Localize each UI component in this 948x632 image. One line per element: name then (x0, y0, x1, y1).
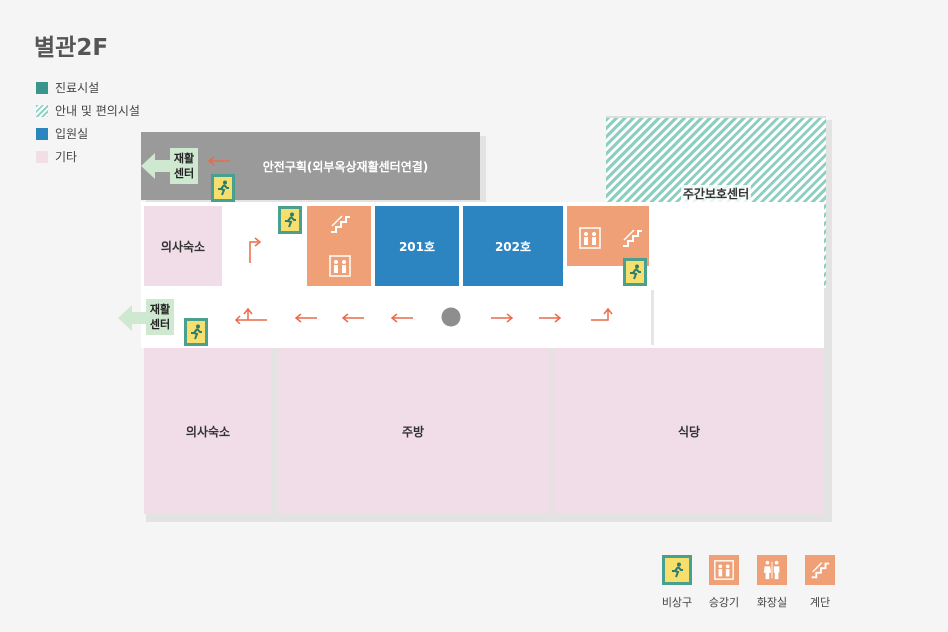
corridor-divider (651, 290, 654, 345)
rehab-center-top-line1: 재활 (173, 152, 195, 165)
legend-label-ward: 입원실 (55, 127, 89, 141)
rehab-center-sign-mid: 재활 센터 (146, 299, 174, 335)
emergency-exit-icon (623, 258, 647, 286)
room-201: 201호 (375, 206, 459, 286)
legend: 진료시설 안내 및 편의시설 입원실 기타 (36, 76, 140, 168)
room-dorm-bottom-label: 의사숙소 (185, 424, 231, 439)
key-elevator: 승강기 (699, 555, 749, 610)
legend-swatch-medical (36, 81, 48, 94)
key-restroom-label: 화장실 (756, 596, 788, 609)
key-restroom: 화장실 (747, 555, 797, 610)
key-exit: 비상구 (652, 555, 702, 610)
rehab-center-mid-line1: 재활 (149, 303, 171, 316)
room-cafeteria-label: 식당 (677, 424, 701, 439)
rehab-center-mid-line2: 센터 (149, 318, 171, 331)
rehab-arrow-top-icon (141, 153, 171, 179)
rehab-center-sign-top: 재활 센터 (170, 148, 198, 184)
key-stairs-label: 계단 (809, 596, 831, 609)
stairs-icon (331, 215, 350, 233)
key-stairs: 계단 (795, 555, 845, 610)
arrow-icon (390, 313, 413, 323)
elevator-icon (329, 255, 351, 277)
legend-item-guide: 안내 및 편의시설 (36, 99, 140, 122)
stairs-icon (623, 229, 642, 247)
page-title: 별관2F (34, 35, 109, 61)
room-safety-zone: 안전구획(외부옥상재활센터연결) (141, 132, 480, 200)
arrow-icon (341, 313, 364, 323)
room-safety-zone-label: 안전구획(외부옥상재활센터연결) (262, 159, 429, 174)
room-kitchen-label: 주방 (401, 424, 425, 439)
arrow-icon (207, 156, 230, 166)
emergency-exit-icon (211, 174, 235, 202)
arrow-icon (491, 313, 514, 323)
room-dorm-bottom: 의사숙소 (144, 348, 272, 514)
legend-item-medical: 진료시설 (36, 76, 140, 99)
rehab-arrow-mid-icon (118, 305, 148, 331)
arrow-icon (539, 313, 562, 323)
legend-label-guide: 안내 및 편의시설 (55, 104, 140, 118)
key-exit-label: 비상구 (661, 596, 693, 609)
room-kitchen: 주방 (277, 348, 549, 514)
room-202-label: 202호 (494, 239, 532, 254)
room-daycare-label: 주간보호센터 (680, 184, 752, 202)
legend-item-etc: 기타 (36, 145, 140, 168)
legend-label-etc: 기타 (55, 150, 78, 164)
key-elevator-label: 승강기 (708, 596, 740, 609)
arrow-icon (591, 307, 613, 321)
arrow-icon (234, 307, 267, 324)
arrow-icon (249, 237, 262, 263)
room-202: 202호 (463, 206, 563, 286)
legend-swatch-ward (36, 127, 48, 140)
emergency-exit-icon (278, 206, 302, 234)
room-cafeteria: 식당 (554, 348, 824, 514)
elevator-icon (579, 227, 601, 249)
room-dorm-top: 의사숙소 (144, 206, 222, 286)
legend-swatch-guide (36, 104, 48, 117)
legend-item-ward: 입원실 (36, 122, 140, 145)
legend-swatch-etc (36, 150, 48, 163)
legend-label-medical: 진료시설 (55, 81, 100, 95)
key-elevator-icon (709, 555, 739, 585)
room-dorm-top-label: 의사숙소 (160, 239, 206, 254)
key-exit-icon (662, 555, 692, 585)
current-location-icon (441, 307, 461, 327)
key-restroom-icon (757, 555, 787, 585)
key-stairs-icon (805, 555, 835, 585)
rehab-center-top-line2: 센터 (173, 167, 195, 180)
arrow-icon (294, 313, 317, 323)
room-201-label: 201호 (398, 239, 436, 254)
emergency-exit-icon (184, 318, 208, 346)
